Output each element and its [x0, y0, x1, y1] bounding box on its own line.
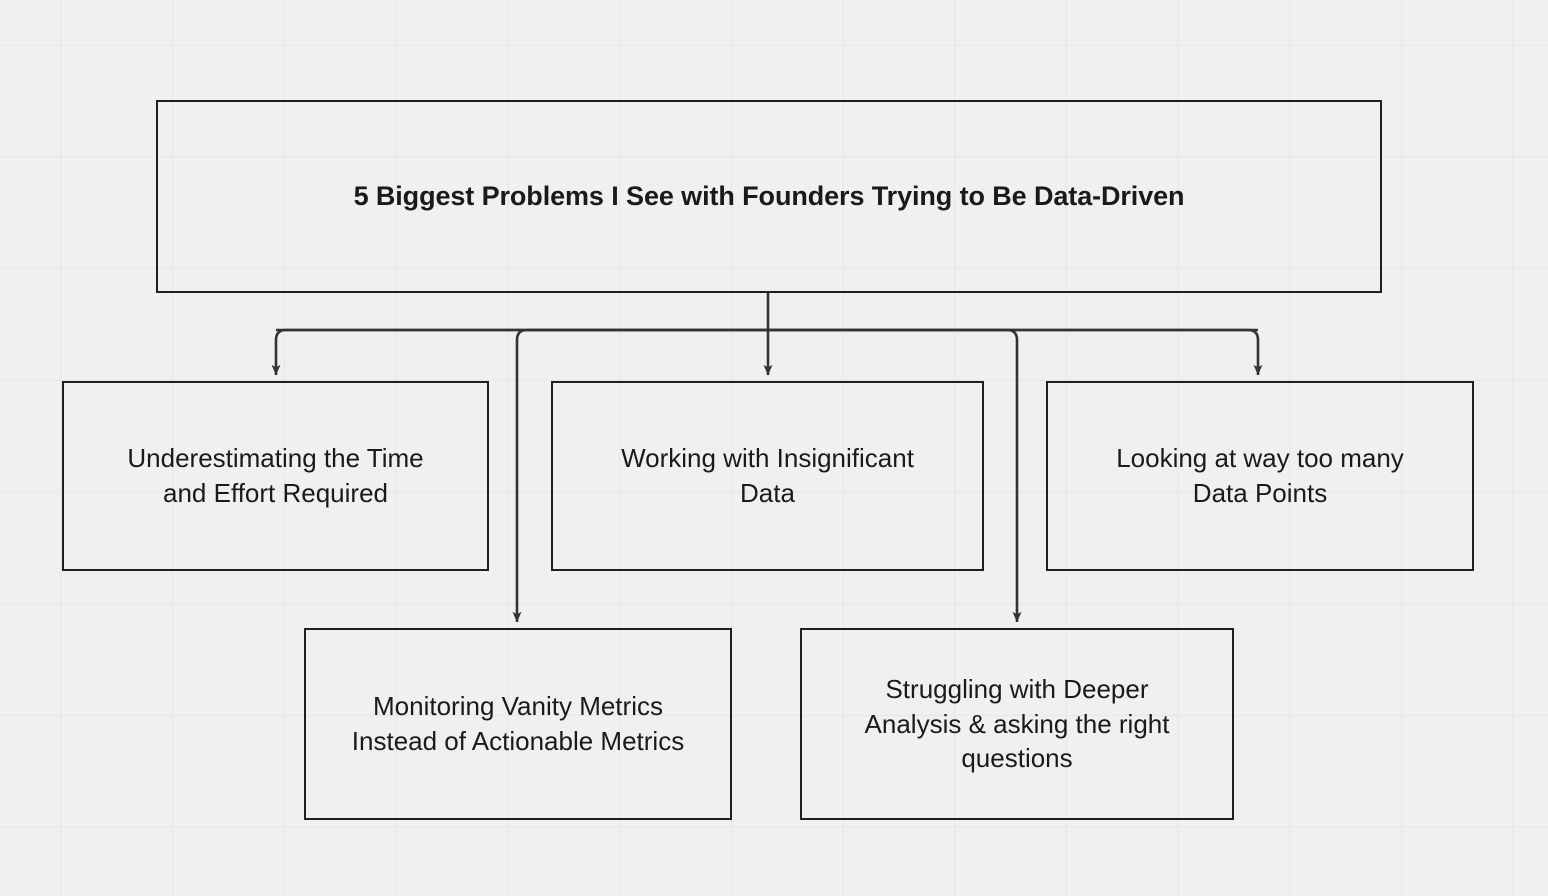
edge-root-to-c	[768, 328, 1263, 376]
edge-root-to-a	[271, 328, 768, 376]
node-c-label: Looking at way too many Data Points	[1116, 443, 1404, 508]
node-vanity-metrics[interactable]: Monitoring Vanity Metrics Instead of Act…	[304, 628, 732, 820]
node-insignificant-data[interactable]: Working with Insignificant Data	[551, 381, 984, 571]
node-underestimating-time-effort[interactable]: Underestimating the Time and Effort Requ…	[62, 381, 489, 571]
node-e-label: Struggling with Deeper Analysis & asking…	[864, 674, 1170, 774]
node-too-many-data-points[interactable]: Looking at way too many Data Points	[1046, 381, 1474, 571]
node-root-label: 5 Biggest Problems I See with Founders T…	[353, 180, 1185, 211]
node-a-label: Underestimating the Time and Effort Requ…	[127, 443, 424, 508]
node-b-label: Working with Insignificant Data	[621, 443, 914, 508]
node-deeper-analysis[interactable]: Struggling with Deeper Analysis & asking…	[800, 628, 1234, 820]
node-root[interactable]: 5 Biggest Problems I See with Founders T…	[156, 100, 1382, 293]
node-d-label: Monitoring Vanity Metrics Instead of Act…	[351, 691, 685, 756]
